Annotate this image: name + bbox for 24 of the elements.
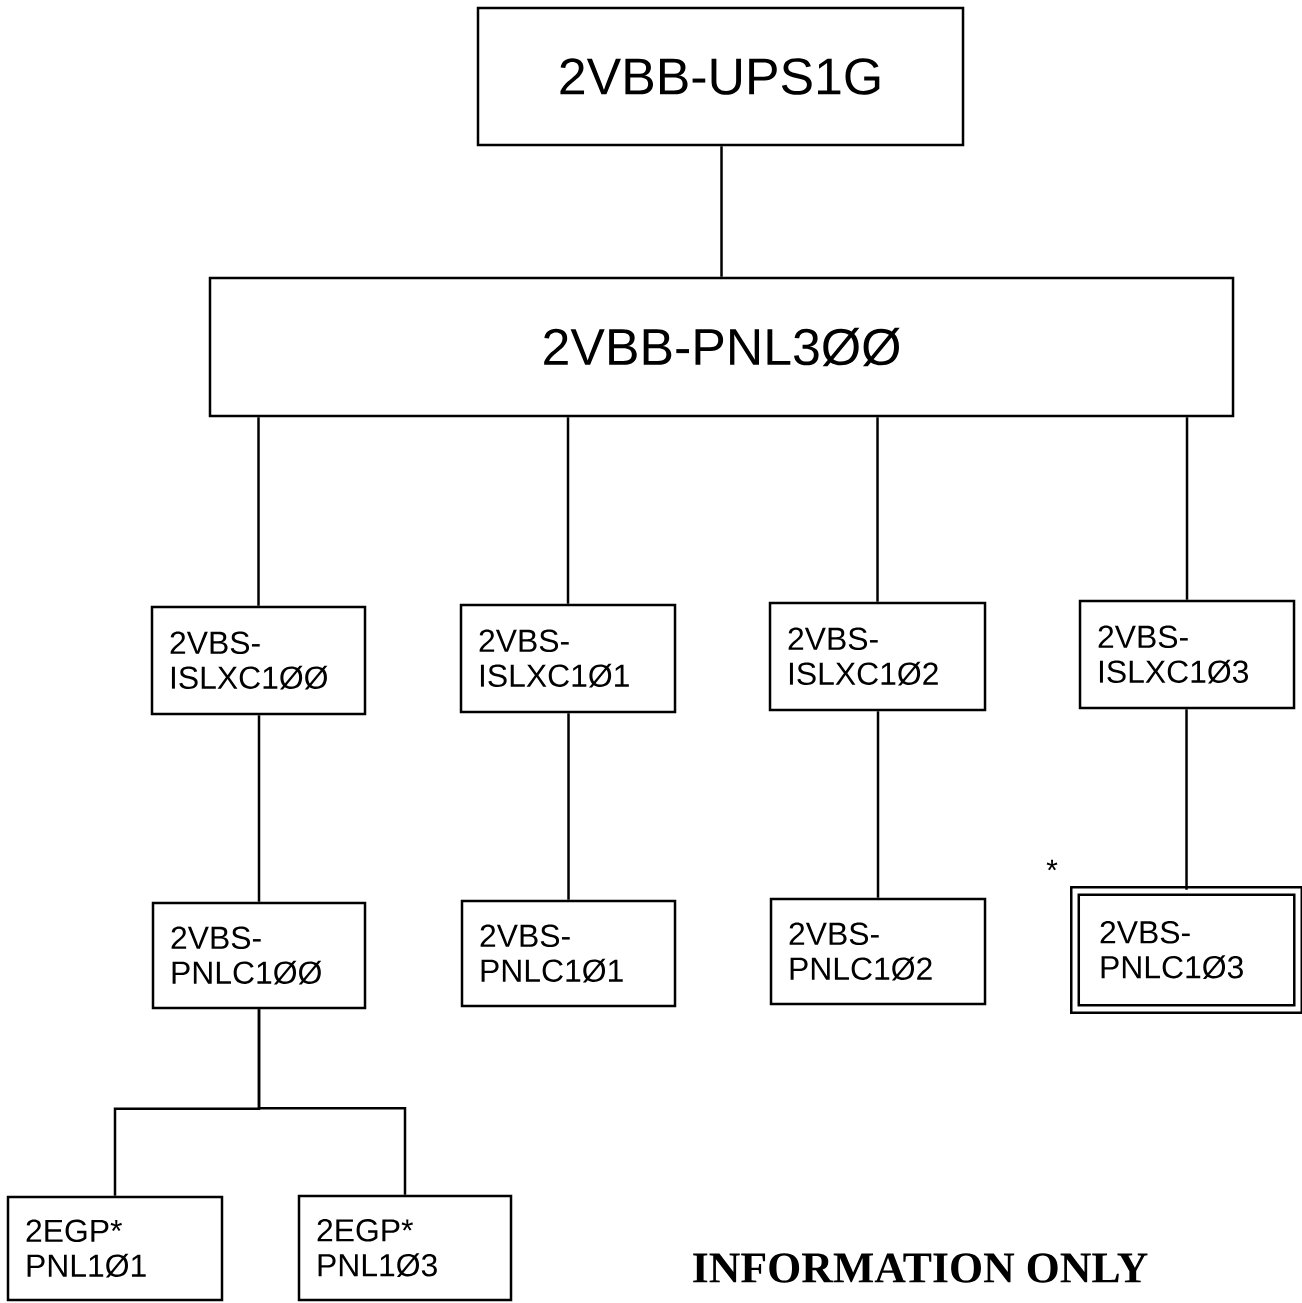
panel-box: 2EGP* PNL1Ø1	[6, 1195, 224, 1302]
connector-line	[1185, 709, 1188, 890]
connector-line	[876, 417, 879, 602]
connector-line	[257, 417, 260, 606]
panel-box: 2VBB-PNL3ØØ	[208, 276, 1235, 418]
asterisk-note: *	[1046, 859, 1058, 871]
panel-box: 2VBS- PNLC1Ø2	[769, 897, 987, 1006]
panel-box: 2VBS- PNLC1ØØ	[151, 901, 367, 1010]
panel-box: 2VBS- ISLXC1Ø2	[768, 601, 987, 712]
stamp-text: INFORMATION ONLY	[693, 1253, 1148, 1283]
panel-box: 2VBS- ISLXC1ØØ	[150, 605, 367, 716]
panel-box: 2EGP* PNL1Ø3	[297, 1194, 513, 1302]
connector-line	[876, 711, 880, 898]
connector-line	[566, 417, 570, 604]
double-bordered-box: 2VBS- PNLC1Ø3	[1070, 886, 1302, 1014]
connector-line	[1185, 417, 1189, 600]
panel-box: 2VBS- ISLXC1Ø3	[1078, 599, 1296, 710]
connector-line	[567, 713, 570, 900]
connector-line	[720, 146, 723, 277]
panel-box: 2VBS- ISLXC1Ø1	[459, 603, 677, 714]
panel-box: 2VBB-UPS1G	[476, 6, 965, 147]
panel-box: 2VBS- PNLC1Ø1	[460, 899, 677, 1008]
connector-line	[257, 1009, 407, 1195]
connector-line	[257, 715, 261, 902]
